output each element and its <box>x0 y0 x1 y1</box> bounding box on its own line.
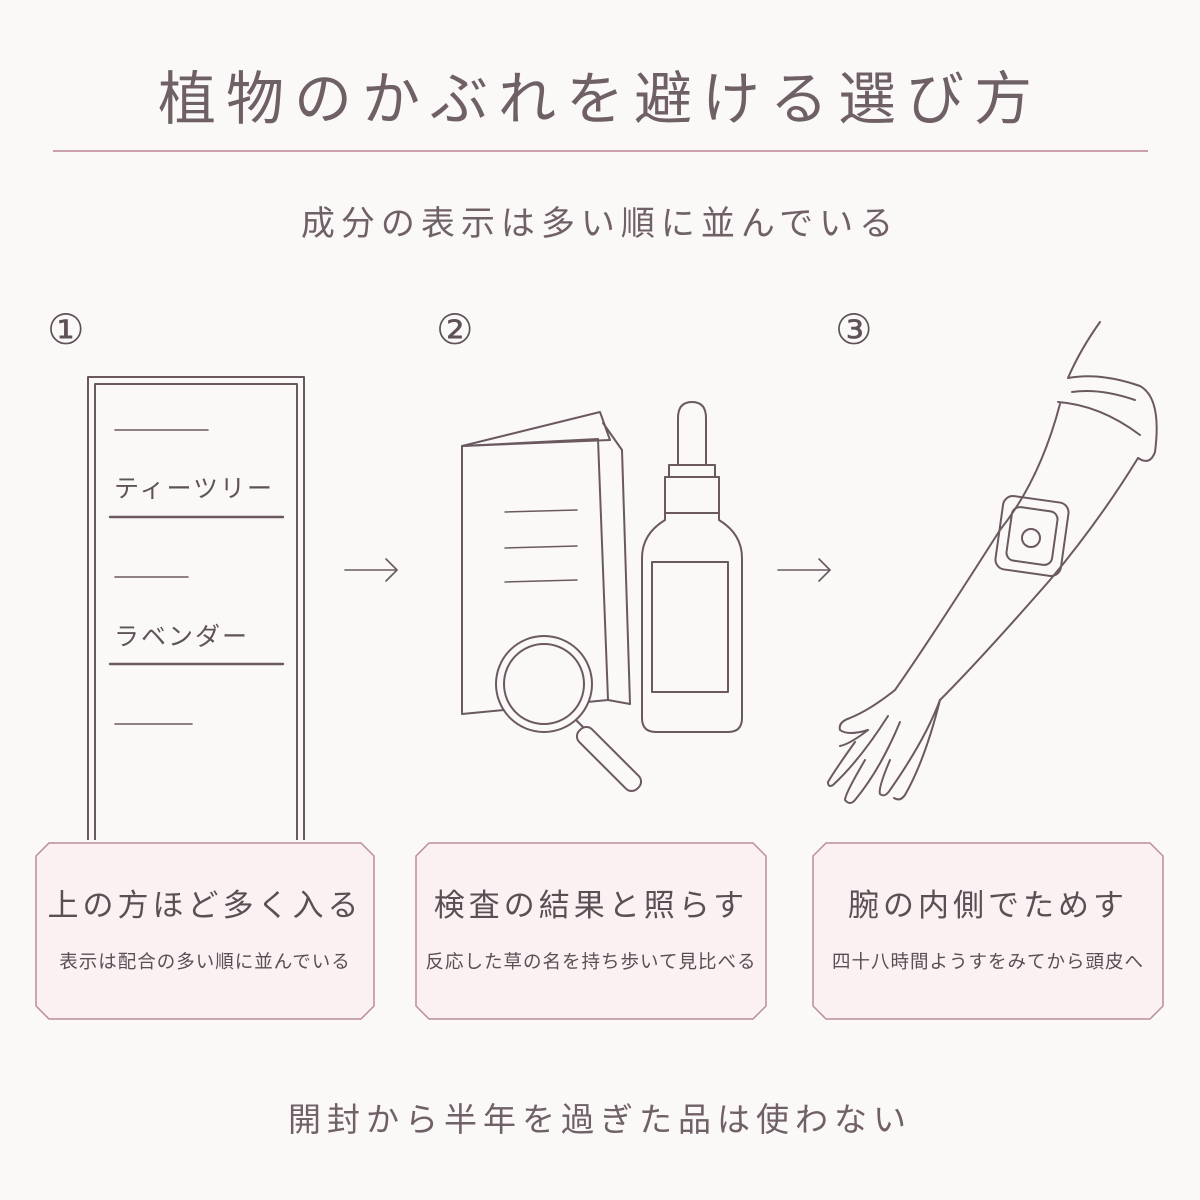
step-1-card: 上の方ほど多く入る 表示は配合の多い順に並んでいる <box>35 842 375 1020</box>
step-3-card-title: 腕の内側でためす <box>848 888 1128 924</box>
pamphlet-icon <box>461 411 631 715</box>
magnifier-icon <box>495 635 643 793</box>
step-2-number: ② <box>436 305 474 354</box>
step-2-card-desc: 反応した草の名を持ち歩いて見比べる <box>425 952 757 973</box>
step-3-card: 腕の内側でためす 四十八時間ようすをみてから頭皮へ <box>812 842 1164 1020</box>
ingredient-tea-tree: ティーツリー <box>114 474 274 503</box>
ingredient-list-icon <box>87 376 305 840</box>
title-divider <box>53 150 1148 152</box>
step-2-card-title: 検査の結果と照らす <box>433 888 749 924</box>
arm-patch-test-icon <box>827 321 1158 804</box>
page-title: 植物のかぶれを避ける選び方 <box>157 65 1042 133</box>
arrow-icon <box>344 558 398 582</box>
card-frame <box>812 842 1164 1020</box>
dropper-bottle-icon <box>641 401 743 733</box>
step-1-card-desc: 表示は配合の多い順に並んでいる <box>59 952 351 973</box>
ingredient-lavender: ラベンダー <box>114 622 249 651</box>
card-frame <box>415 842 767 1020</box>
illustrations: ティーツリー ラベンダー <box>87 321 1158 840</box>
step-2-card: 検査の結果と照らす 反応した草の名を持ち歩いて見比べる <box>415 842 767 1020</box>
arrow-icon <box>777 558 831 582</box>
step-3-number: ③ <box>835 305 873 354</box>
footer-note: 開封から半年を過ぎた品は使わない <box>288 1100 912 1139</box>
step-3-card-desc: 四十八時間ようすをみてから頭皮へ <box>831 952 1144 973</box>
step-1-number: ① <box>47 305 85 354</box>
page-subtitle: 成分の表示は多い順に並んでいる <box>300 204 900 244</box>
step-1-card-title: 上の方ほど多く入る <box>47 888 363 924</box>
card-frame <box>35 842 375 1020</box>
